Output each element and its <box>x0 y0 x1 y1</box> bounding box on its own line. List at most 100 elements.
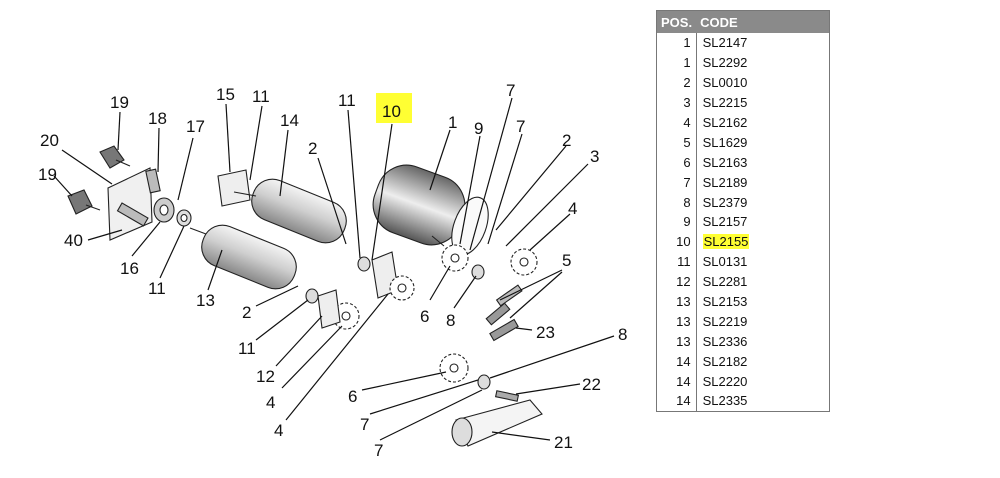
part-code: SL2220 <box>702 373 748 389</box>
callout-8: 8 <box>618 325 627 344</box>
row-pos: 5 <box>656 132 697 153</box>
row-code: SL2281 <box>696 272 829 292</box>
part-code: SL2379 <box>702 194 748 210</box>
row-code: SL2379 <box>696 192 829 212</box>
part-code: SL2147 <box>702 35 748 51</box>
bracket-20 <box>107 167 153 241</box>
table-row[interactable]: 6 SL2163 <box>656 152 830 173</box>
row-pos: 7 <box>656 172 697 193</box>
roller-14 <box>233 178 347 244</box>
callout-6: 6 <box>348 387 357 406</box>
knob-19-lower <box>67 189 101 215</box>
row-code: SL2219 <box>696 311 829 331</box>
sprocket-4-top <box>389 275 415 301</box>
washer-8-top <box>471 264 485 280</box>
table-row[interactable]: 1 SL2292 <box>656 52 830 73</box>
callouts: 19 18 17 15 11 14 11 10 1 9 7 7 2 20 19 … <box>38 81 627 460</box>
part-code: SL2281 <box>702 274 748 290</box>
callout-18: 18 <box>148 109 167 128</box>
callout-19: 19 <box>38 165 57 184</box>
collar-16 <box>153 197 175 223</box>
table-row[interactable]: 14 SL2220 <box>656 371 830 392</box>
row-pos: 6 <box>656 152 697 173</box>
sprocket-6-top <box>441 244 469 272</box>
plate-15 <box>217 169 251 207</box>
part-code: SL2182 <box>702 353 748 369</box>
callout-14: 14 <box>280 111 299 130</box>
callout-21: 21 <box>554 433 573 452</box>
row-pos: 4 <box>656 112 697 133</box>
table-row[interactable]: 10 SL2155 <box>656 231 830 252</box>
leader-lines <box>53 97 615 441</box>
roller-13 <box>189 224 297 290</box>
row-code: SL2163 <box>696 152 829 172</box>
callout-7: 7 <box>516 117 525 136</box>
table-row[interactable]: 5 SL1629 <box>656 132 830 153</box>
callout-7: 7 <box>506 81 515 100</box>
table-row[interactable]: 13 SL2219 <box>656 311 830 332</box>
part-code: SL2292 <box>702 55 748 71</box>
part-code: SL0131 <box>702 254 748 270</box>
row-pos: 3 <box>656 92 697 113</box>
callout-11: 11 <box>238 339 256 358</box>
row-pos: 14 <box>656 371 697 392</box>
row-pos: 13 <box>656 331 697 352</box>
callout-1: 1 <box>448 113 457 132</box>
callout-23: 23 <box>536 323 555 342</box>
table-row[interactable]: 13 SL2153 <box>656 291 830 312</box>
code-header: CODE <box>696 10 830 33</box>
row-code: SL2153 <box>696 292 829 312</box>
part-code: SL2155 <box>702 234 750 250</box>
row-code: SL1629 <box>696 132 829 152</box>
row-code: SL0131 <box>696 252 829 272</box>
part-code: SL2153 <box>702 294 748 310</box>
callout-7: 7 <box>374 441 383 460</box>
callout-16: 16 <box>120 259 139 278</box>
bearing-11-upper <box>357 256 371 272</box>
pin-40 <box>116 202 149 227</box>
table-row[interactable]: 4 SL2162 <box>656 112 830 133</box>
row-pos: 13 <box>656 311 697 332</box>
part-code: SL2157 <box>702 214 748 230</box>
row-pos: 2 <box>656 72 697 93</box>
callout-10-highlight <box>376 93 412 123</box>
part-code: SL2163 <box>702 154 748 170</box>
pos-header: POS. <box>656 10 697 33</box>
row-pos: 10 <box>656 231 697 252</box>
part-code: SL2219 <box>702 313 748 329</box>
callout-22: 22 <box>582 375 601 394</box>
row-pos: 14 <box>656 391 697 412</box>
callout-19: 19 <box>110 93 129 112</box>
row-code: SL2215 <box>696 93 829 113</box>
row-code: SL2220 <box>696 371 829 391</box>
handle-21 <box>451 399 543 447</box>
callout-5: 5 <box>562 251 571 270</box>
callout-6: 6 <box>420 307 429 326</box>
part-code: SL2162 <box>702 115 748 130</box>
part-code: SL1629 <box>702 134 748 150</box>
callout-7: 7 <box>360 415 369 434</box>
row-code: SL0010 <box>696 73 829 93</box>
row-code: SL2157 <box>696 212 829 232</box>
row-code: SL2292 <box>696 53 829 73</box>
exploded-parts-diagram: 19 18 17 15 11 14 11 10 1 9 7 7 2 20 19 … <box>38 81 627 460</box>
sprocket-4-right <box>510 248 538 276</box>
row-pos: 1 <box>656 52 697 73</box>
callout-11: 11 <box>148 279 166 298</box>
callout-3: 3 <box>590 147 599 166</box>
row-code: SL2147 <box>696 33 829 53</box>
row-pos: 13 <box>656 291 697 312</box>
knob-19-upper <box>99 145 131 169</box>
